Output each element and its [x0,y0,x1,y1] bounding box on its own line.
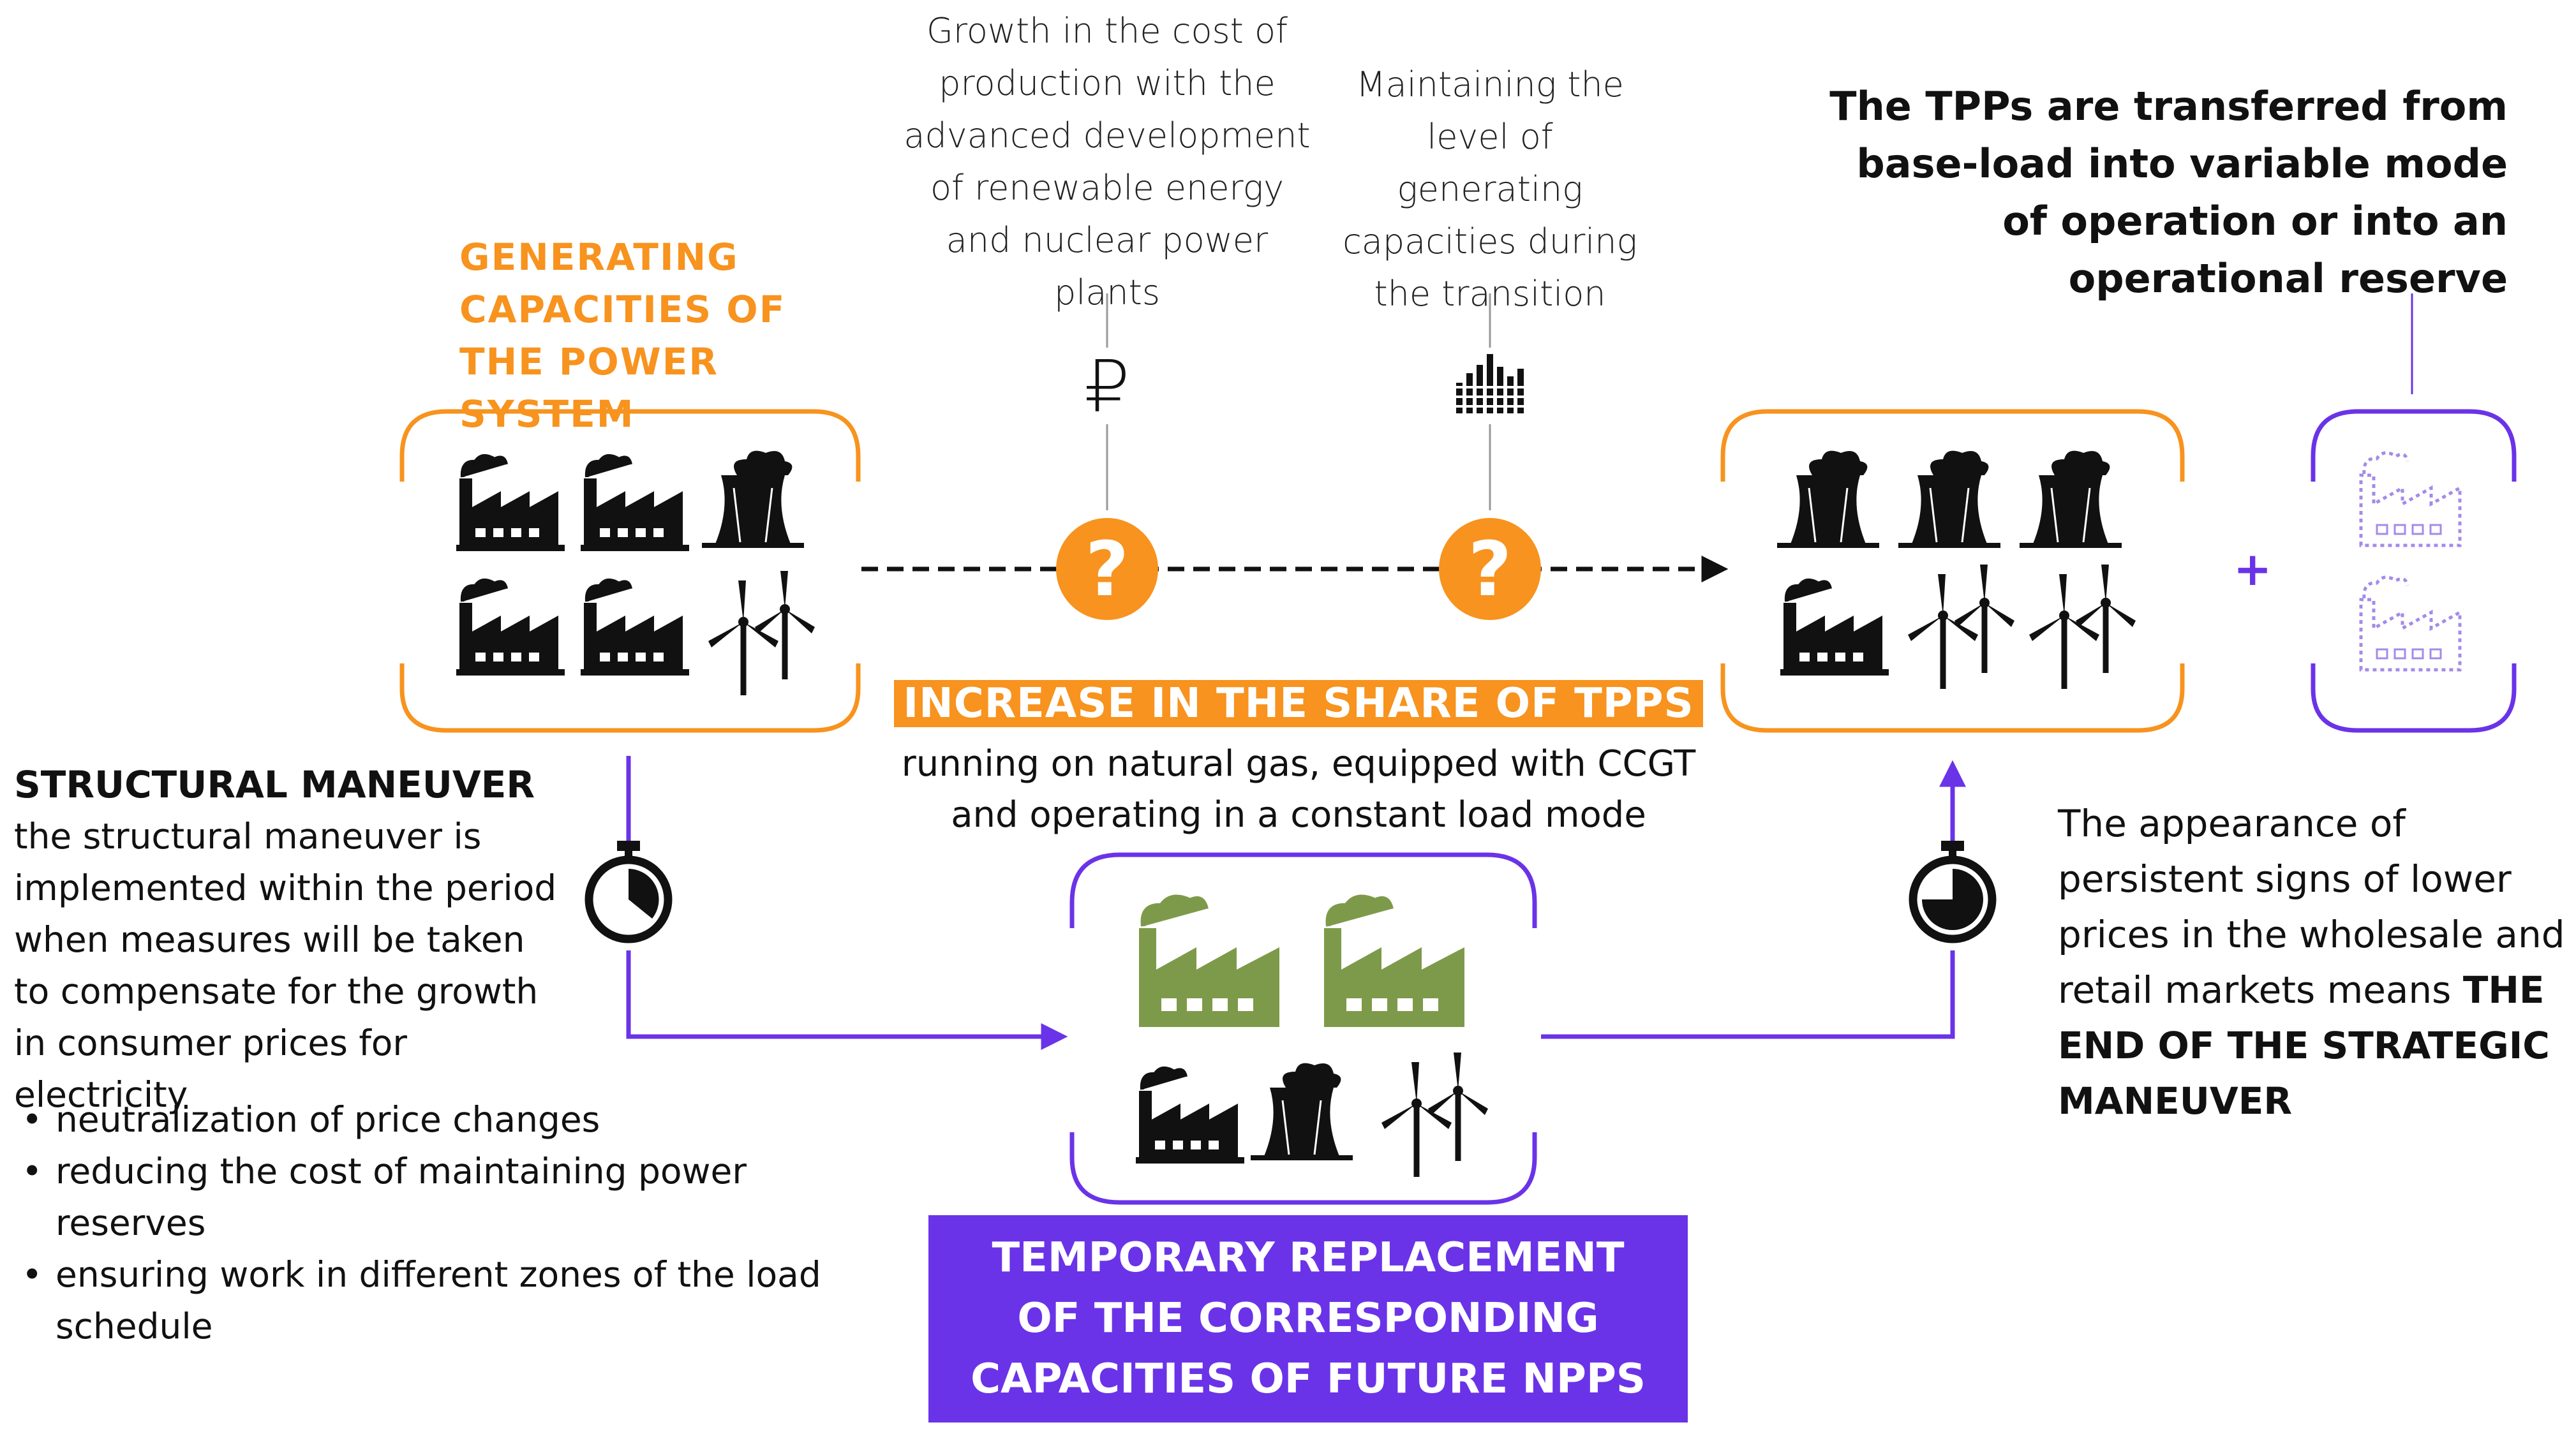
tpps-share-highlight: INCREASE IN THE SHARE OF TPPS [894,680,1703,727]
bullet-item: ensuring work in different zones of the … [14,1249,821,1352]
factory-icon [581,456,689,551]
note-maintain-level: Maintaining the level of generating capa… [1343,64,1637,314]
generating-capacities-title: GENERATING CAPACITIES OF THE POWER SYSTE… [459,235,786,436]
green-factory-icon [1324,898,1464,1027]
factory-icon [456,456,565,551]
factory-icon [581,580,689,676]
stopwatch-right-icon [1902,841,2004,950]
green-factory-icon [1139,898,1279,1027]
right-capacities-icons [1776,450,2136,689]
end-of-maneuver-bold: THE END OF THE STRATEGIC MANEUVER [2058,968,2550,1123]
tpps-transfer-title: The TPPs are transferred from base-load … [1829,83,2508,302]
cooling-tower-icon [1249,1062,1354,1162]
bullet-item: reducing the cost of maintaining power r… [14,1146,895,1249]
end-of-maneuver-text: The appearance of persistent signs of lo… [2058,802,2565,1012]
factory-icon [456,580,565,676]
ruble-icon: ₽ [1084,346,1130,429]
temporary-icons [1136,898,1488,1177]
cooling-tower-icon [1776,450,1880,549]
wind-turbine-icon [2029,565,2136,689]
structural-maneuver-body: the structural maneuver is implemented w… [14,816,557,1115]
factory-icon [1136,1068,1244,1164]
reserve-frame [2311,409,2517,733]
question-circle-cost [1056,518,1158,620]
structural-maneuver-heading: STRUCTURAL MANEUVER [14,763,535,806]
temporary-replacement-box: TEMPORARY REPLACEMENT OF THE CORRESPONDI… [928,1215,1688,1423]
left-capacities-frame [399,409,861,733]
temporary-replacement-label: TEMPORARY REPLACEMENT OF THE CORRESPONDI… [971,1234,1646,1403]
plus-icon: + [2233,542,2272,596]
wind-turbine-icon [1381,1053,1488,1177]
structural-maneuver-block: STRUCTURAL MANEUVER the structural maneu… [14,759,563,1121]
center-highlight-wrap: INCREASE IN THE SHARE OF TPPS [893,676,1704,731]
right-capacities-frame [1720,409,2185,733]
question-mark: ? [1468,525,1512,613]
bullet-item: neutralization of price changes [14,1094,895,1146]
question-mark: ? [1085,525,1129,613]
factory-icon [1780,580,1889,676]
stopwatch-left-icon [577,841,680,950]
equalizer-icon [1454,354,1527,413]
end-of-maneuver-block: The appearance of persistent signs of lo… [2058,796,2568,1129]
reserve-factory-icon [2361,453,2460,545]
structural-bullets: neutralization of price changes reducing… [14,1094,895,1352]
left-capacities-icons [456,450,815,695]
wind-turbine-icon [1908,565,2014,689]
temporary-frame [1069,852,1537,1205]
note-cost-growth: Growth in the cost of production with th… [904,11,1311,313]
reserve-icons [2361,453,2460,670]
question-circle-level [1439,518,1541,620]
reserve-factory-icon [2361,577,2460,670]
cooling-tower-icon [1897,450,2002,549]
tpps-share-subtitle: running on natural gas, equipped with CC… [901,743,1696,836]
wind-turbine-icon [708,571,815,695]
cooling-tower-icon [701,450,805,549]
cooling-tower-icon [2018,450,2123,549]
